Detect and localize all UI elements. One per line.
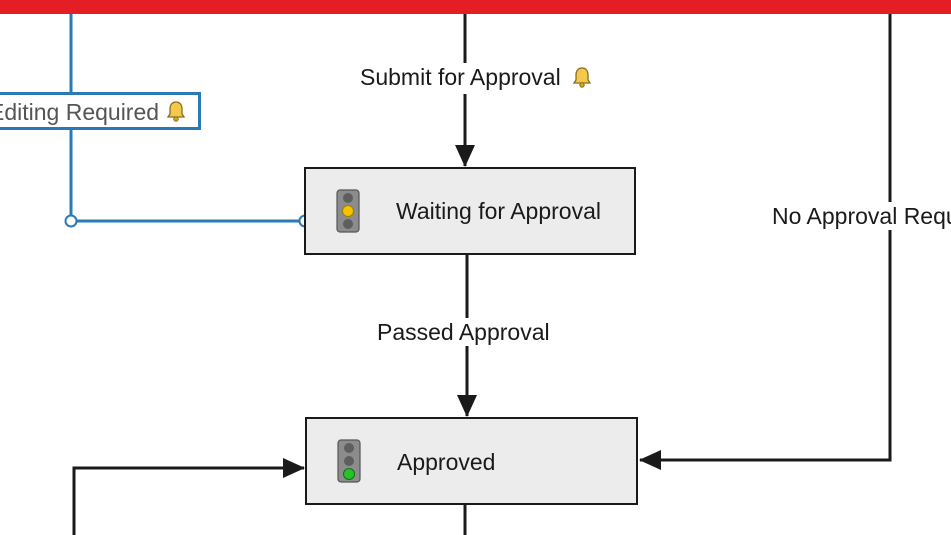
bell-icon bbox=[571, 66, 593, 94]
label-no-approval-required-text: No Approval Required bbox=[772, 203, 951, 229]
state-waiting-for-approval-label: Waiting for Approval bbox=[396, 198, 601, 224]
label-no-approval-required[interactable]: No Approval Required bbox=[770, 202, 951, 230]
label-passed-approval[interactable]: Passed Approval bbox=[375, 318, 552, 346]
top-banner bbox=[0, 0, 951, 14]
label-submit-for-approval[interactable]: Submit for Approval bbox=[358, 63, 595, 94]
label-editing-required-text: Editing Required bbox=[0, 99, 160, 125]
label-passed-approval-text: Passed Approval bbox=[377, 319, 550, 345]
label-submit-for-approval-text: Submit for Approval bbox=[360, 64, 561, 90]
state-approved[interactable]: Approved bbox=[305, 417, 638, 505]
connector-left-into-approved[interactable] bbox=[72, 458, 305, 535]
traffic-light-yellow-icon bbox=[336, 189, 360, 238]
state-waiting-for-approval[interactable]: Waiting for Approval bbox=[304, 167, 636, 255]
connector-handle-start[interactable] bbox=[64, 214, 78, 228]
bell-icon bbox=[165, 100, 187, 127]
traffic-light-green-icon bbox=[337, 439, 361, 488]
connector-no-approval-required[interactable] bbox=[639, 14, 892, 470]
label-editing-required[interactable]: Editing Required bbox=[0, 92, 201, 130]
state-approved-label: Approved bbox=[397, 449, 496, 475]
